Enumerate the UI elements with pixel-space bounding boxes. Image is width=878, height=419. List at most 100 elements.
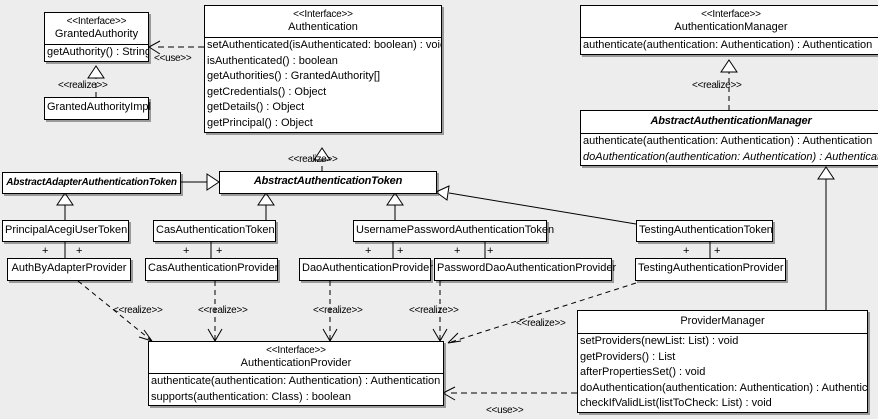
class-name: ProviderManager (680, 315, 765, 327)
class-header: GrantedAuthorityImpl (45, 98, 151, 117)
class-provider-manager[interactable]: ProviderManager setProviders(newList: Li… (577, 310, 868, 413)
assoc-marker-testing-right: + (714, 245, 721, 257)
class-testing-authentication-token[interactable]: TestingAuthenticationToken (636, 220, 773, 242)
operations-compartment: getAuthority() : String (45, 44, 148, 61)
stereotype-label: <<Interface>> (66, 16, 127, 27)
class-abstract-authentication-token[interactable]: AbstractAuthenticationToken (219, 171, 437, 194)
class-dao-authentication-provider[interactable]: DaoAuthenticationProvider (299, 258, 433, 281)
operation: afterPropertiesSet() : void (580, 366, 706, 379)
operation: authenticate(authentication: Authenticat… (151, 375, 441, 387)
class-abstract-authentication-manager[interactable]: AbstractAuthenticationManager authentica… (580, 110, 878, 167)
class-name: GrantedAuthority (54, 28, 139, 40)
class-name: UsernamePasswordAuthenticationToken (356, 224, 555, 236)
operation: setProviders(newList: List) : void (580, 335, 739, 347)
class-header: AbstractAdapterAuthenticationToken (3, 173, 180, 192)
edge-label-realize-authentication: <<realize>> (288, 154, 338, 165)
assoc-marker-principal-left: + (42, 245, 49, 257)
class-username-password-authentication-token[interactable]: UsernamePasswordAuthenticationToken (353, 220, 555, 242)
operation: checkIfValidList(listToCheck: List) : vo… (580, 397, 772, 410)
class-name: AbstractAuthenticationManager (650, 115, 812, 127)
operations-compartment: setProviders(newList: List) : void getPr… (578, 333, 867, 412)
class-authentication-manager[interactable]: <<Interface>> AuthenticationManager auth… (580, 5, 878, 55)
class-header: CasAuthenticationProvider (146, 259, 279, 278)
edge-label-realize-cas-provider: <<realize>> (198, 305, 248, 316)
operation: getAuthority() : String (47, 46, 148, 58)
assoc-marker-upat-d: + (487, 245, 494, 257)
operation: getAuthorities() : GrantedAuthority[] (207, 70, 381, 83)
edge-label-use-provider-manager: <<use>> (486, 405, 524, 416)
operation: setAuthenticated(isAuthenticated: boolea… (207, 39, 441, 51)
class-password-dao-authentication-provider[interactable]: PasswordDaoAuthenticationProvider (434, 258, 617, 281)
assoc-marker-testing-left: + (683, 245, 690, 257)
class-granted-authority[interactable]: <<Interface>> GrantedAuthority getAuthor… (44, 12, 149, 62)
operation: getPrincipal() : Object (207, 116, 313, 129)
class-name: CasAuthenticationProvider (148, 262, 279, 274)
edge-castoken-extends-abstracttoken (257, 192, 275, 220)
class-name: TestingAuthenticationProvider (638, 262, 784, 274)
class-name: AuthenticationManager (674, 21, 788, 33)
class-header: UsernamePasswordAuthenticationToken (354, 221, 555, 240)
assoc-marker-cas-right: + (216, 245, 223, 257)
edge-label-realize-auth-manager: <<realize>> (692, 80, 742, 91)
operation: supports(authentication: Class) : boolea… (151, 390, 351, 403)
class-name: GrantedAuthorityImpl (47, 101, 151, 113)
class-authentication-provider[interactable]: <<Interface>> AuthenticationProvider aut… (148, 341, 444, 407)
assoc-marker-principal-right: + (76, 245, 83, 257)
stereotype-label: <<Interface>> (293, 9, 353, 20)
class-header: <<Interface>> Authentication (205, 6, 441, 37)
class-principal-acegi-user-token[interactable]: PrincipalAcegiUserToken (2, 220, 129, 242)
operations-compartment: authenticate(authentication: Authenticat… (581, 37, 878, 54)
edge-label-realize-password-dao-provider: <<realize>> (409, 305, 459, 316)
edge-providermanager-extends-abstractmanager (817, 166, 835, 310)
edge-label-realize-granted-authority: <<realize>> (58, 80, 108, 91)
class-granted-authority-impl[interactable]: GrantedAuthorityImpl (44, 97, 151, 120)
class-header: CasAuthenticationToken (154, 221, 275, 240)
class-name: AuthByAdapterProvider (11, 262, 127, 274)
assoc-marker-cas-left: + (183, 245, 190, 257)
class-header: <<Interface>> AuthenticationManager (581, 6, 878, 37)
class-auth-by-adapter-provider[interactable]: AuthByAdapterProvider (7, 258, 131, 281)
class-name: TestingAuthenticationToken (639, 224, 773, 236)
class-cas-authentication-token[interactable]: CasAuthenticationToken (153, 220, 276, 242)
stereotype-label: <<Interface>> (701, 9, 761, 20)
class-header: PrincipalAcegiUserToken (3, 221, 128, 240)
class-cas-authentication-provider[interactable]: CasAuthenticationProvider (145, 258, 278, 281)
class-header: TestingAuthenticationToken (637, 221, 773, 240)
class-header: DaoAuthenticationProvider (300, 259, 433, 278)
class-header: AuthByAdapterProvider (8, 259, 130, 278)
assoc-marker-upat-a: + (365, 245, 372, 257)
class-name: PrincipalAcegiUserToken (5, 224, 128, 236)
class-name: DaoAuthenticationProvider (302, 262, 433, 274)
edge-adaptertoken-extends-abstracttoken (180, 173, 220, 191)
class-name: PasswordDaoAuthenticationProvider (437, 262, 617, 274)
operation: getDetails() : Object (207, 101, 305, 114)
edge-upat-extends-abstracttoken (386, 192, 404, 220)
operation: doAuthentication(authentication: Authent… (580, 381, 867, 394)
operations-compartment: authenticate(authentication: Authenticat… (149, 373, 443, 405)
class-testing-authentication-provider[interactable]: TestingAuthenticationProvider (635, 258, 786, 281)
class-name: AbstractAuthenticationToken (253, 175, 403, 187)
edge-providermanager-uses-authenticationprovider (442, 386, 577, 401)
operations-compartment: authenticate(authentication: Authenticat… (581, 133, 878, 165)
operation: isAuthenticated() : boolean (207, 54, 338, 67)
class-abstract-adapter-authentication-token[interactable]: AbstractAdapterAuthenticationToken (2, 172, 181, 194)
operations-compartment: setAuthenticated(isAuthenticated: boolea… (205, 37, 441, 132)
stereotype-label: <<Interface>> (266, 345, 326, 356)
class-header: AbstractAuthenticationManager (581, 111, 878, 133)
operation: getProviders() : List (580, 350, 676, 363)
edge-label-realize-dao-provider: <<realize>> (313, 305, 363, 316)
edge-label-realize-auth-by-adapter: <<realize>> (113, 305, 163, 316)
class-name: CasAuthenticationToken (156, 224, 275, 236)
operation: getCredentials() : Object (207, 85, 327, 98)
assoc-marker-upat-b: + (397, 245, 404, 257)
class-name: AbstractAdapterAuthenticationToken (6, 177, 177, 188)
class-authentication[interactable]: <<Interface>> Authentication setAuthenti… (204, 5, 442, 133)
edge-principaltoken-extends-adaptertoken (56, 192, 74, 220)
class-header: ProviderManager (578, 311, 867, 333)
edge-label-use-granted-authority: <<use>> (154, 53, 192, 64)
class-header: <<Interface>> GrantedAuthority (45, 13, 148, 44)
class-header: <<Interface>> AuthenticationProvider (149, 342, 443, 373)
class-name: AuthenticationProvider (240, 357, 352, 369)
assoc-marker-upat-c: + (454, 245, 461, 257)
